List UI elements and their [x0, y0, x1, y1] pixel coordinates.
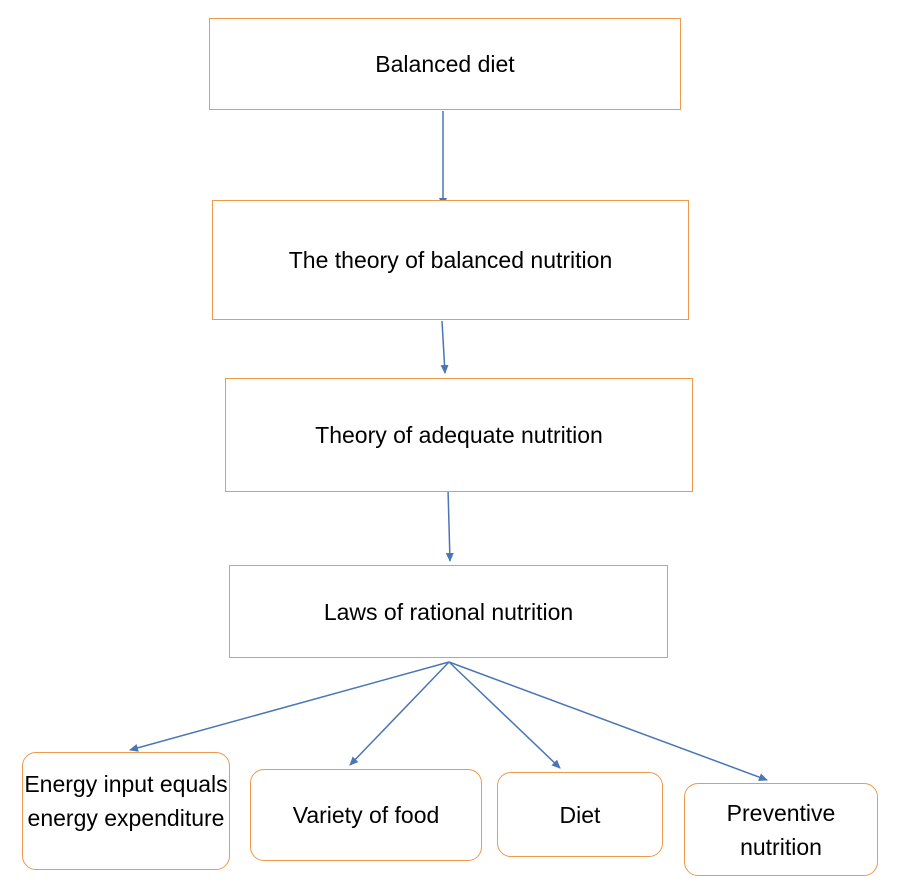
node-theory-of-adequate-nutrition-label: Theory of adequate nutrition: [315, 422, 603, 448]
node-diet: Diet: [497, 772, 663, 857]
node-variety-of-food: Variety of food: [250, 769, 482, 861]
node-energy-input-equals-energy-expenditure: Energy input equals energy expenditure: [22, 752, 230, 870]
node-variety-of-food-label: Variety of food: [292, 802, 440, 828]
node-energy-label: Energy input equals energy expenditure: [24, 771, 228, 831]
node-laws-of-rational-nutrition-label: Laws of rational nutrition: [323, 598, 574, 625]
node-laws-of-rational-nutrition: Laws of rational nutrition: [229, 565, 668, 658]
node-preventive-nutrition: Preventive nutrition: [684, 783, 878, 876]
arrow-theory-adequate-to-laws: [445, 488, 454, 562]
node-theory-of-balanced-nutrition-label: The theory of balanced nutrition: [288, 247, 613, 273]
node-preventive-nutrition-label: Preventive nutrition: [726, 799, 836, 860]
node-theory-of-balanced-nutrition: The theory of balanced nutrition: [212, 200, 689, 320]
node-balanced-diet: Balanced diet: [209, 18, 681, 110]
arrow-laws-to-diet: [448, 661, 561, 769]
node-balanced-diet-label: Balanced diet: [375, 51, 515, 77]
arrow-laws-to-variety: [349, 661, 450, 766]
arrow-theory-balanced-to-theory-adequate: [440, 320, 449, 374]
arrow-laws-to-energy: [129, 661, 450, 752]
node-diet-label: Diet: [559, 801, 601, 828]
arrow-laws-to-preventive: [448, 661, 768, 781]
node-theory-of-adequate-nutrition: Theory of adequate nutrition: [225, 378, 693, 492]
